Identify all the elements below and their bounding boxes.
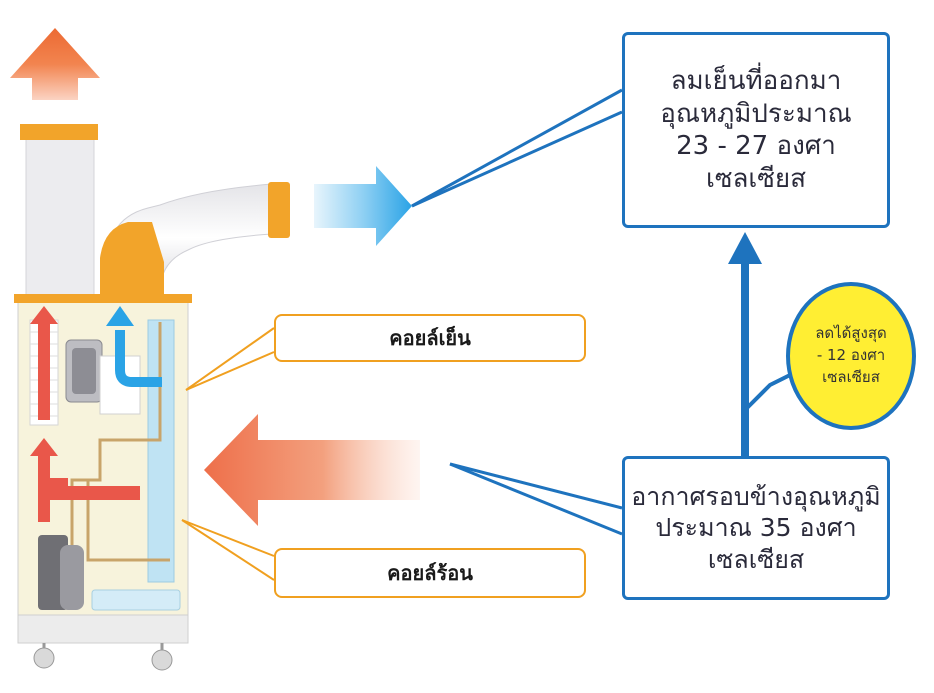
cold-air-duct: [100, 182, 290, 296]
outlet-info-line-1: ลมเย็นที่ออกมา: [670, 66, 842, 96]
ambient-air-intake-arrow: [204, 414, 420, 526]
hot-coil-leader-lines: [181, 519, 275, 581]
ambient-info-line-3: เซลเซียส: [707, 544, 805, 574]
max-reduction-bubble: ลดได้สูงสุด - 12 องศา เซลเซียส: [786, 282, 916, 430]
drain-tray: [91, 589, 181, 611]
ambient-info-leader-lines: [449, 462, 623, 536]
internal-hot-air-arrows: [30, 306, 140, 522]
outlet-info-line-4: เซลเซียส: [705, 163, 807, 194]
bubble-line-3: เซลเซียส: [822, 367, 880, 386]
bubble-line-2: - 12 องศา: [816, 346, 886, 365]
cold-coil-label: คอยล์เย็น: [274, 314, 586, 362]
ambient-info-line-1: อากาศรอบข้างอุณหภูมิ: [631, 482, 881, 512]
exhaust-duct: [20, 124, 98, 297]
compressor: [38, 535, 84, 610]
cold-coil-leader-lines: [185, 327, 275, 391]
ambient-temperature-info: อากาศรอบข้างอุณหภูมิ ประมาณ 35 องศา เซลเ…: [622, 456, 890, 600]
unit-internals: [29, 306, 181, 611]
wheel-left: [33, 647, 55, 669]
hot-coil-label: คอยล์ร้อน: [274, 548, 586, 598]
outlet-info-leader-lines: [411, 88, 623, 208]
hot-exhaust-arrow: [10, 28, 100, 100]
cold-air-output-arrow: [314, 166, 412, 246]
outlet-info-line-2: อุณหภูมิประมาณ: [660, 98, 852, 129]
internal-cold-air-arrow: [106, 306, 162, 387]
outlet-temperature-info: ลมเย็นที่ออกมา อุณหภูมิประมาณ 23 - 27 อง…: [622, 32, 890, 228]
wheel-right: [151, 649, 173, 671]
ambient-info-line-2: ประมาณ 35 องศา: [655, 513, 857, 543]
bubble-line-1: ลดได้สูงสุด: [815, 324, 887, 343]
outlet-info-line-3: 23 - 27 องศา: [676, 131, 836, 161]
